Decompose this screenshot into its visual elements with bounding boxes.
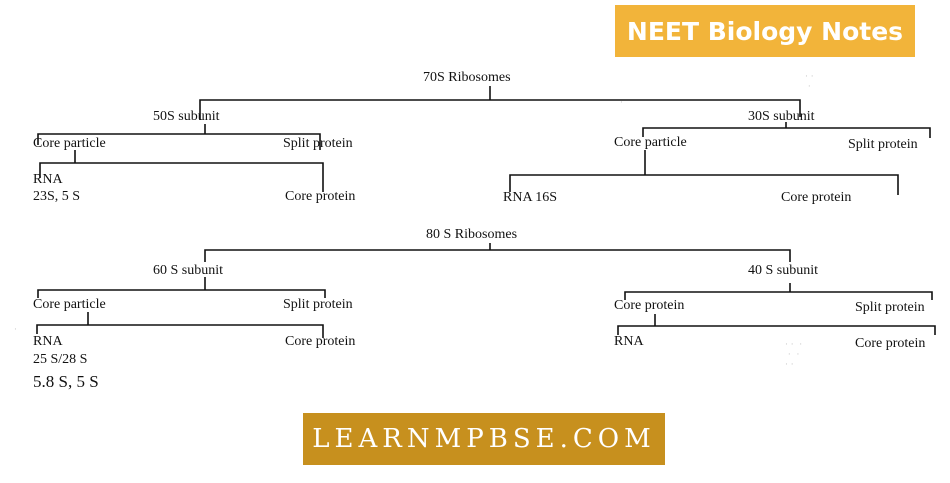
node-40s-split-protein: Split protein <box>855 300 925 315</box>
scan-speck: · <box>620 98 623 108</box>
node-40s-core-protein-parent: Core protein <box>614 298 685 313</box>
node-50s-rna: RNA <box>33 172 63 187</box>
node-60s-rna-values-1: 25 S/28 S <box>33 352 88 367</box>
connector-60s <box>37 289 326 298</box>
node-60s-split-protein: Split protein <box>283 297 353 312</box>
node-50s-rna-values: 23S, 5 S <box>33 189 81 204</box>
node-30s-core-particle: Core particle <box>614 135 687 150</box>
node-60s-subunit: 60 S subunit <box>153 263 224 278</box>
root-80s-ribosomes: 80 S Ribosomes <box>426 227 518 242</box>
node-50s-core-protein: Core protein <box>285 189 356 204</box>
node-60s-core-particle: Core particle <box>33 297 106 312</box>
neet-biology-notes-banner: NEET Biology Notes <box>615 5 915 57</box>
connector-80s-root <box>204 249 791 262</box>
connector-70s-root <box>199 99 801 120</box>
connector-40s <box>624 291 933 300</box>
scan-speck: · · · · ·· · <box>785 340 803 370</box>
connector-50s-core <box>39 162 324 192</box>
node-30s-split-protein: Split protein <box>848 137 918 152</box>
node-60s-rna: RNA <box>33 334 63 349</box>
node-30s-rna: RNA 16S <box>503 190 558 205</box>
node-50s-subunit: 50S subunit <box>153 109 220 124</box>
scan-speck: · · · <box>805 72 814 92</box>
node-40s-subunit: 40 S subunit <box>748 263 819 278</box>
learnmpbse-banner: LEARNMPBSE.COM <box>303 413 665 465</box>
connector-40s-core <box>617 325 936 335</box>
node-50s-split-protein: Split protein <box>283 136 353 151</box>
connector-30s-core <box>509 174 899 195</box>
node-40s-rna: RNA <box>614 334 644 349</box>
node-60s-rna-values-2: 5.8 S, 5 S <box>33 372 99 391</box>
root-70s-ribosomes: 70S Ribosomes <box>423 70 511 85</box>
node-40s-core-protein: Core protein <box>855 336 926 351</box>
node-50s-core-particle: Core particle <box>33 136 106 151</box>
node-60s-core-protein: Core protein <box>285 334 356 349</box>
connector-60s-core <box>36 324 324 338</box>
scan-speck: · <box>14 325 17 335</box>
node-30s-subunit: 30S subunit <box>748 109 815 124</box>
connector-50s <box>37 133 321 150</box>
node-30s-core-protein: Core protein <box>781 190 852 205</box>
